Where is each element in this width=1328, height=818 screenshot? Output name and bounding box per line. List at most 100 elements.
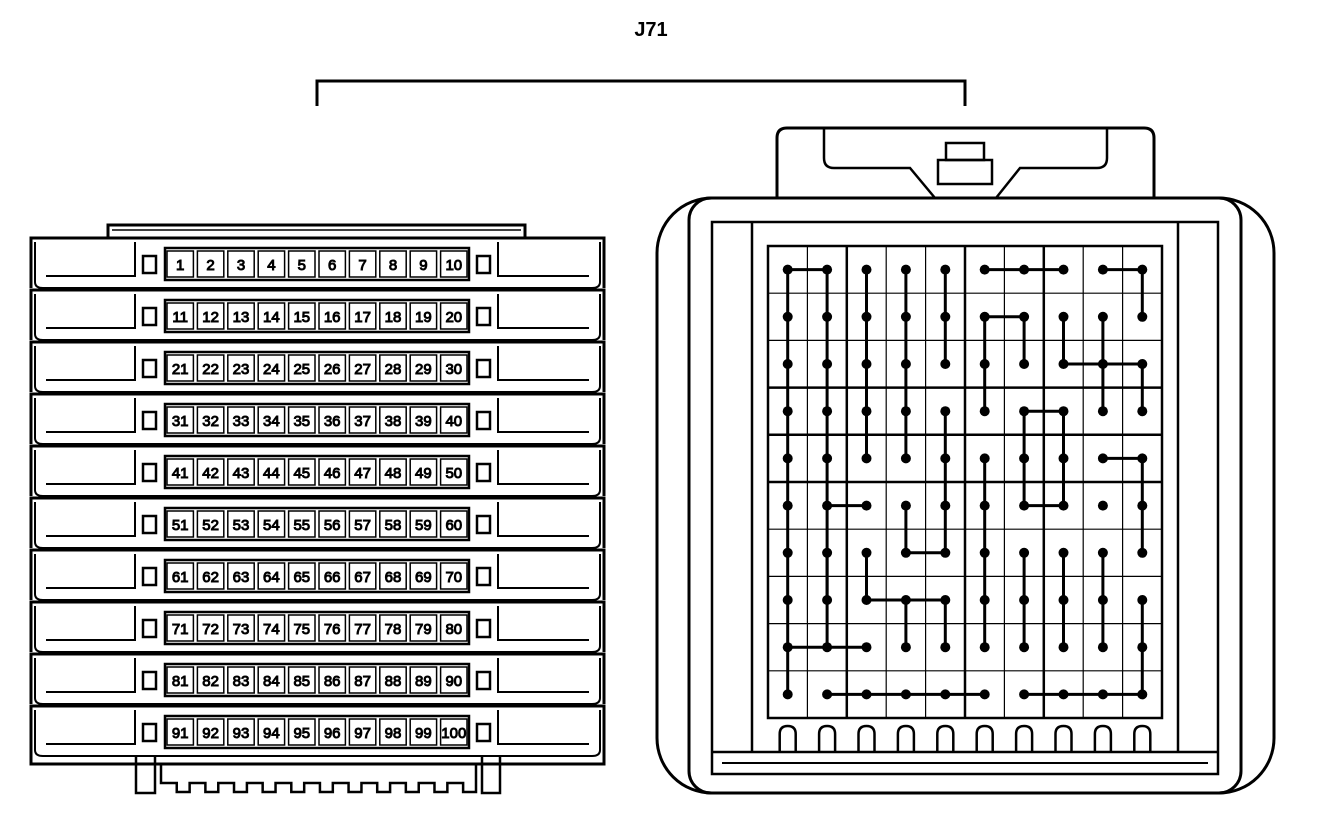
pin-connections [782,264,1148,700]
pin-strip [163,350,471,386]
row-frame [29,652,606,704]
pin-cell [348,250,377,278]
pin-number: 49 [415,465,432,482]
pin-cell [196,666,225,694]
pin-cell [257,458,286,486]
row-shelf [34,242,601,289]
pin-cell [166,614,195,642]
row-recess-right [497,346,589,381]
pin-cell [348,666,377,694]
pin-cell [409,562,438,590]
pin-grid [766,244,1164,720]
pin-cell [318,458,347,486]
pin-node [861,547,872,558]
pin-strip [163,298,471,334]
pin-cell [257,562,286,590]
pin-node [1019,453,1030,464]
pin-cell [379,718,407,746]
pin-node [979,642,990,653]
pin-number: 34 [263,413,280,430]
pin-number: 24 [263,361,280,378]
pin-number: 83 [233,673,250,690]
pin-number: 40 [445,413,462,430]
pin-node [861,689,872,700]
right-connector [655,126,1276,795]
pin-node [822,453,833,464]
bottom-tab [1014,724,1034,752]
pin-number: 62 [202,569,219,586]
pin-number: 92 [202,725,219,742]
pin-strip [163,402,471,438]
pin-number: 46 [324,465,341,482]
row-recess-right [497,398,589,433]
pin-number: 85 [293,673,310,690]
row-recess-right [497,606,589,641]
pin-number: 70 [445,569,462,586]
row-frame [29,340,606,392]
pin-cell [409,510,438,538]
pin-cell [196,458,225,486]
right-connector-inner-frame [710,220,1220,776]
pin-number: 18 [385,309,402,326]
pin-node [822,689,833,700]
bottom-tab [936,724,955,752]
row-frame [29,444,606,496]
pin-number: 6 [328,257,336,274]
left-connector-base [29,754,606,766]
pin-cell [196,614,225,642]
pin-node [900,689,911,700]
row-shelf [34,658,601,705]
pin-number: 4 [267,257,275,274]
pin-cell [287,666,316,694]
pin-cell [287,354,316,382]
pin-node [1058,264,1069,275]
row-key-right [475,358,492,379]
pin-cell [379,614,407,642]
pin-node [861,642,872,653]
pin-cell [379,510,407,538]
pin-number: 66 [324,569,341,586]
pin-node [782,547,793,558]
pin-number: 7 [358,257,366,274]
left-connector-top-lip [106,223,527,238]
row-frame [29,704,606,756]
pin-node [782,595,793,605]
pin-number: 1 [176,257,184,274]
latch-button [936,158,994,186]
pin-strip [163,558,471,594]
pin-number: 61 [172,569,189,586]
pin-node [979,500,990,511]
pin-node [940,453,951,464]
pin-cell [409,406,438,434]
pin-cell [379,458,407,486]
pin-number: 39 [415,413,432,430]
pin-number: 20 [445,309,462,326]
pin-node [979,311,990,322]
pin-cell [257,510,286,538]
row-key-right [475,514,492,535]
pin-node [861,500,872,511]
pin-node [979,406,990,417]
pin-strip [163,506,471,542]
pin-cell [348,562,377,590]
pin-number: 38 [385,413,402,430]
pin-node [940,595,951,605]
pin-number: 29 [415,361,432,378]
pin-number: 9 [419,257,427,274]
pin-node [940,689,951,700]
pin-node [782,500,793,511]
row-key-right [475,410,492,431]
pin-cell [166,250,195,278]
pin-node [1137,689,1148,700]
pin-node [1137,642,1148,653]
pin-node [900,264,911,275]
pin-cell [287,250,316,278]
bottom-tab [1133,724,1152,752]
pin-number: 8 [389,257,397,274]
pin-node [940,547,951,558]
pin-number: 90 [445,673,462,690]
row-recess-left [46,450,136,485]
pin-node [861,264,872,275]
pin-number: 82 [202,673,219,690]
